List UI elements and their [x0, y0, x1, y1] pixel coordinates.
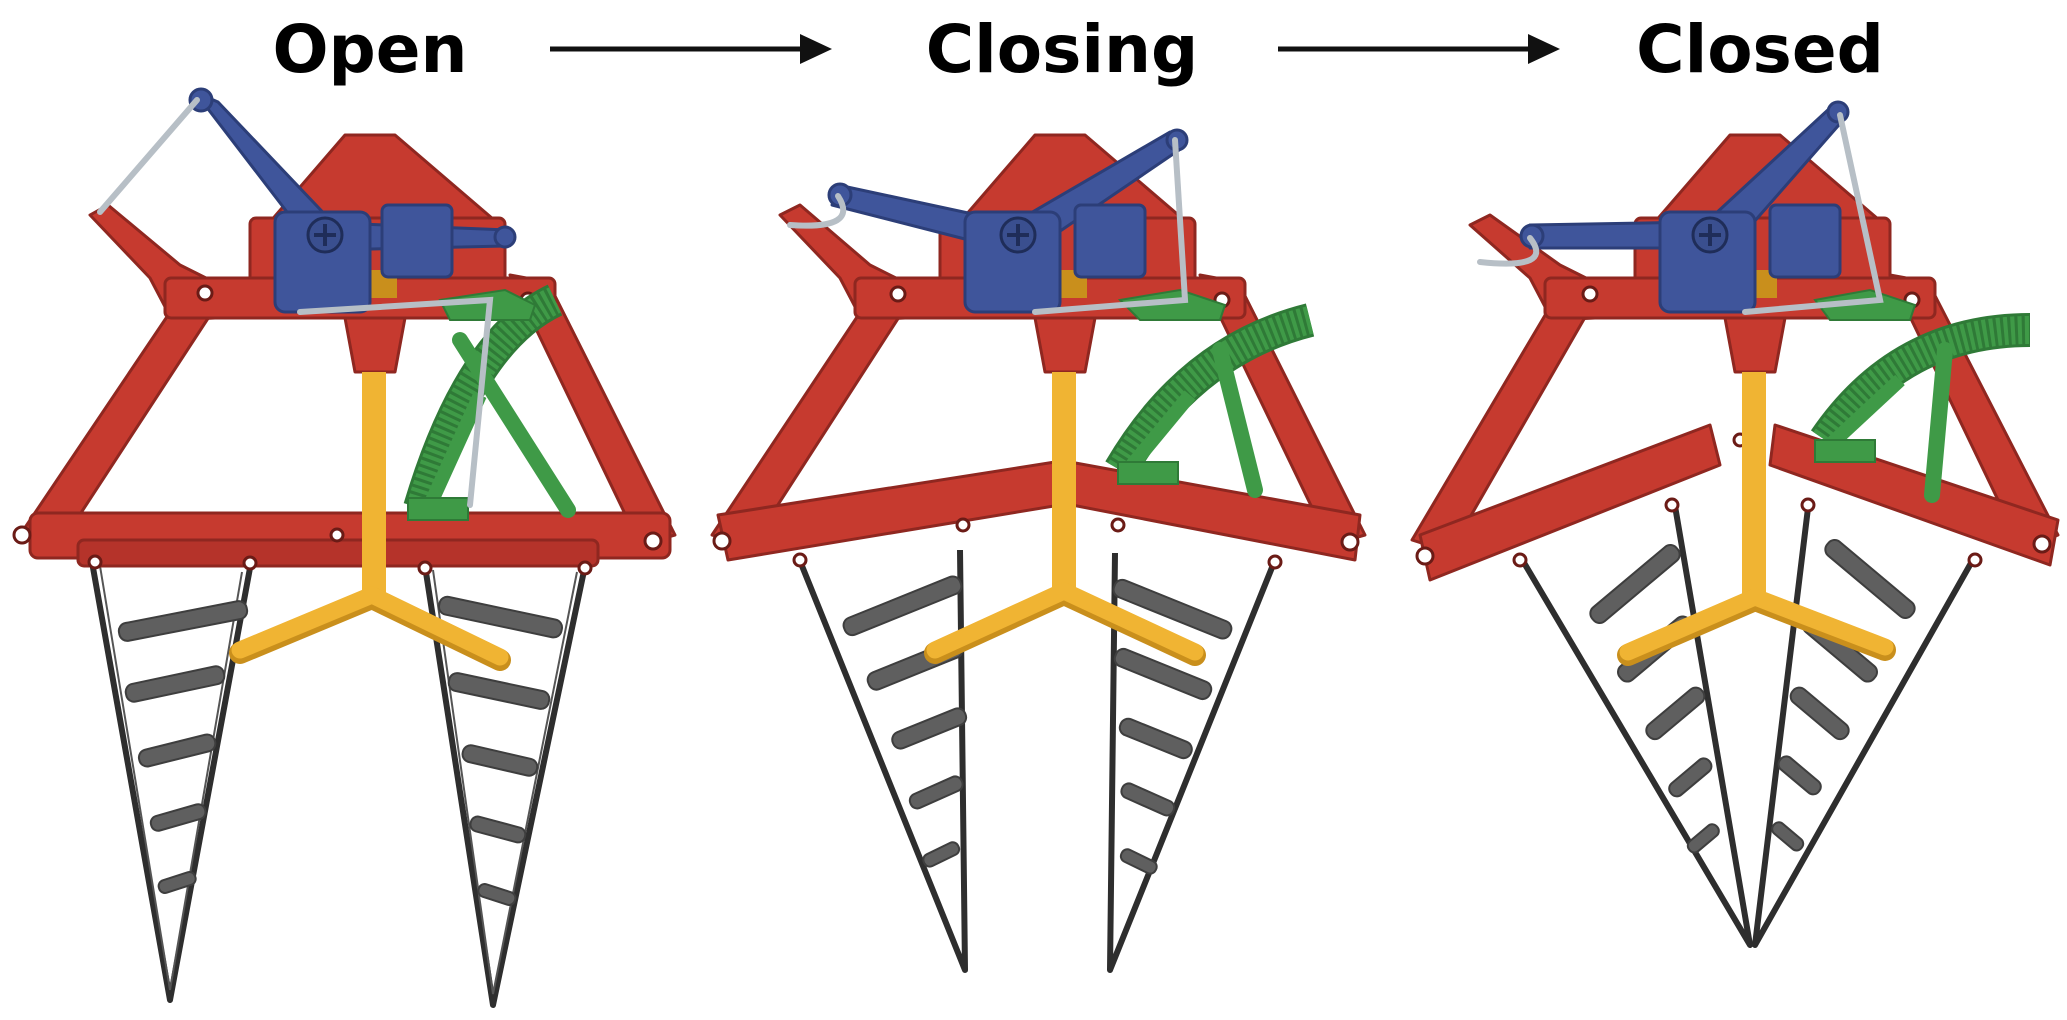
screw-icon	[306, 216, 344, 254]
cable	[97, 97, 494, 508]
right-finger	[1752, 507, 1978, 948]
cable	[1477, 112, 1884, 315]
screw-icon	[1691, 216, 1729, 254]
gear-sector	[1105, 288, 1315, 498]
stage-label-closed: Closed	[1636, 11, 1884, 88]
left-finger	[1517, 505, 1753, 948]
right-finger	[1107, 552, 1278, 973]
stage-label-closing: Closing	[926, 11, 1199, 88]
frame	[18, 133, 677, 568]
gear-sector	[1810, 288, 2031, 503]
frame-holes	[712, 285, 1360, 570]
right-arrow-icon	[1278, 34, 1560, 64]
left-finger	[89, 561, 253, 1003]
gripper-closed	[1410, 100, 2060, 948]
screw-icon	[999, 216, 1037, 254]
left-finger	[795, 549, 968, 973]
frame-holes	[1415, 285, 2052, 568]
stage-label-open: Open	[272, 11, 467, 88]
frame-holes	[12, 284, 663, 576]
yellow-pusher	[229, 270, 511, 671]
right-arrow-icon	[550, 34, 832, 64]
cable	[787, 137, 1189, 315]
gripper-open	[12, 87, 677, 1008]
gripper-closing	[710, 128, 1367, 973]
right-finger	[422, 565, 588, 1008]
